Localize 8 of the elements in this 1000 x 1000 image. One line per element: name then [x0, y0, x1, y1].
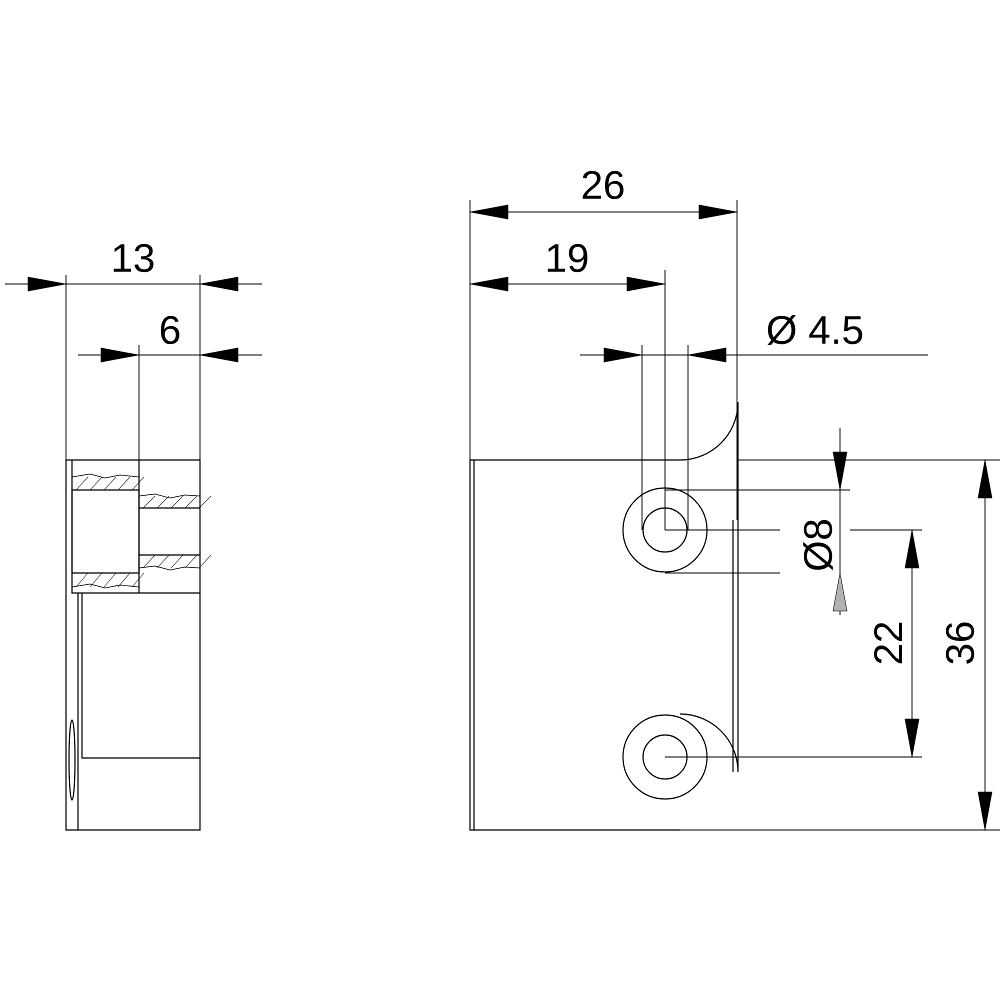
dimension-value: 6: [160, 316, 180, 344]
dimension-value: Ø 4.5: [767, 315, 862, 345]
dimension-value: 26: [582, 170, 624, 200]
dimension-value: 13: [114, 244, 154, 272]
dimension-value: 19: [548, 244, 588, 272]
dimension-value: 36: [946, 622, 974, 664]
dimension-value: 22: [874, 622, 902, 664]
dimension-value: Ø8: [803, 520, 833, 570]
